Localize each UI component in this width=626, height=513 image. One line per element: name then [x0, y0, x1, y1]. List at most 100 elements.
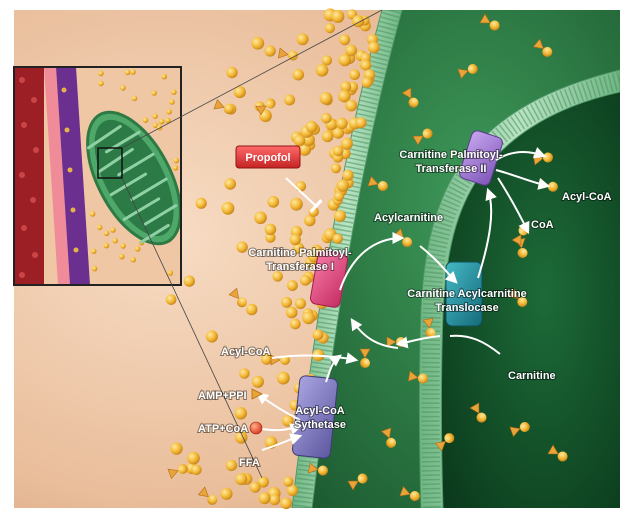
fatty-acid-particle	[119, 254, 125, 260]
fatty-acid-particle	[313, 329, 324, 340]
fatty-acid-particle	[143, 117, 149, 123]
fatty-acid-particle	[336, 179, 349, 192]
fatty-acid-particle	[290, 319, 301, 330]
acyl-coa-synthetase-protein	[292, 375, 338, 459]
fatty-acid-particle	[349, 69, 360, 80]
fatty-acid-particle	[254, 211, 267, 224]
fatty-acid-particle	[120, 85, 126, 91]
amp-ppi-label: AMP+PPI	[198, 390, 247, 402]
fatty-acid-particle	[235, 407, 248, 420]
acs-label-line2: Sythetase	[294, 419, 346, 431]
fatty-acid-particle	[277, 372, 290, 385]
fatty-acid-particle	[250, 482, 261, 493]
fatty-acid-particle	[284, 94, 295, 105]
fatty-acid-particle	[286, 307, 298, 319]
fatty-acid-particle	[290, 198, 303, 211]
acylcarnitine-label: Acylcarnitine	[374, 212, 443, 224]
fatty-acid-particle	[333, 234, 343, 244]
fatty-acid-particle	[130, 257, 136, 263]
carnitine-label: Carnitine	[508, 370, 556, 382]
fatty-acid-particle	[246, 304, 258, 316]
fatty-acid-particle	[166, 109, 172, 115]
fatty-acid-particle	[220, 488, 232, 500]
fatty-acid-particle	[171, 89, 177, 95]
fatty-acid-particle	[184, 275, 195, 286]
propofol-label: Propofol	[245, 152, 290, 164]
fatty-acid-particle	[281, 297, 292, 308]
fatty-acid-particle	[345, 44, 357, 56]
coa-label: CoA	[531, 219, 554, 231]
fatty-acid-particle	[306, 121, 318, 133]
fatty-acid-particle	[92, 266, 98, 272]
fatty-acid-particle	[297, 33, 309, 45]
propofol-label-box: Propofol	[236, 146, 300, 168]
fatty-acid-particle	[336, 118, 348, 130]
fatty-acid-particle	[90, 211, 96, 217]
fatty-acid-particle	[226, 67, 237, 78]
fatty-acid-particle	[169, 99, 175, 105]
fatty-acid-particle	[98, 81, 104, 87]
fatty-acid-particle	[120, 243, 126, 249]
acs-label-line1: Acyl-CoA	[295, 405, 345, 417]
cact-label-line2: Translocase	[435, 302, 499, 314]
fatty-acid-particle	[325, 23, 335, 33]
fatty-acid-particle	[191, 465, 202, 476]
cpt1-label-line2: Transferase I	[266, 261, 334, 273]
inset-panel	[14, 67, 200, 285]
fatty-acid-particle	[98, 71, 104, 77]
atp-coa-label: ATP+CoA	[198, 423, 248, 435]
fatty-acid-particle	[196, 198, 207, 209]
cpt2-label-line2: Transferase II	[416, 163, 487, 175]
fatty-acid-particle	[368, 42, 380, 54]
fatty-acid-particle	[251, 37, 264, 50]
fatty-acid-particle	[283, 476, 293, 486]
fatty-acid-particle	[302, 312, 315, 325]
fatty-acid-particle	[331, 163, 341, 173]
fatty-acid-particle	[293, 69, 305, 81]
fatty-acid-particle	[235, 473, 247, 485]
fatty-acid-particle	[280, 497, 292, 509]
fatty-acid-particle	[333, 146, 344, 157]
fatty-acid-particle	[110, 227, 116, 233]
fatty-acid-particle	[97, 225, 103, 231]
cact-label-line1: Carnitine Acylcarnitine	[407, 288, 526, 300]
fatty-acid-particle	[334, 210, 346, 222]
fatty-acid-particle	[152, 113, 158, 119]
fatty-acid-particle	[221, 202, 234, 215]
fatty-acid-particle	[159, 119, 165, 125]
fatty-acid-particle	[161, 74, 167, 80]
fatty-acid-particle	[321, 113, 332, 124]
fatty-acid-particle	[295, 181, 306, 192]
fatty-acid-particle	[352, 15, 364, 27]
cpt2-label-line1: Carnitine Palmitoyl-	[399, 149, 503, 161]
fatty-acid-particle	[135, 246, 141, 252]
fatty-acid-particle	[259, 492, 271, 504]
fatty-acid-particle	[174, 158, 180, 164]
fatty-acid-particle	[166, 294, 177, 305]
fatty-acid-particle	[320, 92, 333, 105]
fatty-acid-particle	[300, 275, 311, 286]
fatty-acid-particle	[265, 224, 277, 236]
fatty-acid-particle	[226, 460, 237, 471]
fatty-acid-particle	[170, 442, 182, 454]
fatty-acid-particle	[316, 64, 329, 77]
inset-blood-vessel	[14, 67, 44, 285]
fatty-acid-particle	[104, 231, 110, 237]
fatty-acid-particle	[206, 330, 218, 342]
cpt1-label-line1: Carnitine Palmitoyl-	[248, 247, 352, 259]
fatty-acid-particle	[267, 196, 279, 208]
fatty-acid-particle	[295, 298, 306, 309]
fatty-acid-particle	[334, 191, 344, 201]
fatty-acid-particle	[339, 34, 350, 45]
fatty-acid-particle	[112, 238, 118, 244]
fatty-acid-particle	[269, 494, 280, 505]
fatty-acid-particle	[252, 376, 264, 388]
fatty-acid-particle	[151, 90, 157, 96]
fatty-acid-particle	[236, 241, 247, 252]
fatty-acid-particle	[104, 243, 110, 249]
fatty-acid-particle	[265, 45, 276, 56]
fatty-acid-particle	[308, 207, 318, 217]
fatty-acid-particle	[130, 69, 136, 75]
fatty-acid-particle	[361, 60, 371, 70]
